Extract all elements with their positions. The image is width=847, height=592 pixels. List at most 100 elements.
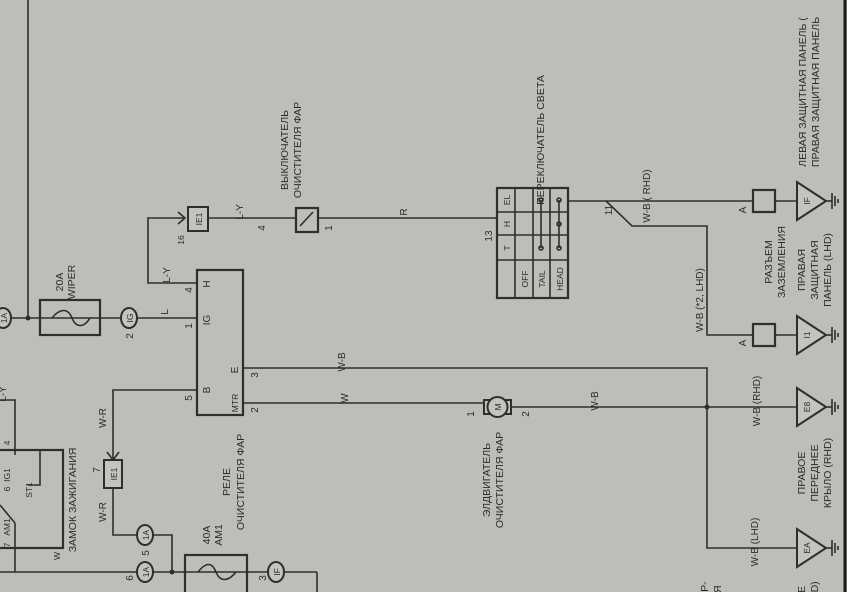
fuse-name: WIPER xyxy=(66,264,78,299)
motor-title: ОЧИСТИТЕЛЯ ФАР xyxy=(494,432,506,528)
wire-wb-e xyxy=(243,367,797,549)
ground-id: IF xyxy=(802,197,812,205)
pin-number: 11 xyxy=(604,204,615,215)
pin-number: 3 xyxy=(258,575,269,581)
pin-label: A xyxy=(738,206,749,213)
pin-number: 2 xyxy=(125,333,136,339)
connector-label: IG xyxy=(125,314,135,323)
connector-ig xyxy=(120,307,138,329)
pin-label: A xyxy=(738,339,749,346)
ground-label: HD) xyxy=(809,581,821,592)
relay-pin-e: E xyxy=(230,366,241,373)
ground-label: ПРАВАЯ xyxy=(796,249,808,291)
wire-label: W-B (LHD) xyxy=(750,518,761,567)
ground-connector-label: РАЗЪЕМ xyxy=(763,240,775,284)
wire-label: W-B xyxy=(337,352,348,372)
pin-number: 16 xyxy=(176,235,186,245)
pin-number: 1 xyxy=(324,225,335,231)
ground-i1: I1 xyxy=(796,314,839,356)
relay-pin-ig: IG xyxy=(202,315,213,326)
wiper-motor: M xyxy=(483,396,512,418)
wire-label: W-B xyxy=(590,391,601,411)
connector-label: IE1 xyxy=(109,467,119,480)
connector-label: IF xyxy=(272,568,282,576)
ground-id: EA xyxy=(802,542,812,554)
wire-label: W-R xyxy=(98,408,109,428)
relay-title: ОЧИСТИТЕЛЯ ФАР xyxy=(235,434,247,530)
pin-number: 6 xyxy=(2,486,12,491)
wire-label: L-Y xyxy=(162,267,173,283)
right-panel-top-label: ПРАВАЯ ЗАЩИТНАЯ ПАНЕЛЬ xyxy=(810,17,822,167)
relay-pin-h: H xyxy=(202,280,213,287)
ground-label: КРЫЛО (RHD) xyxy=(822,438,834,508)
wire-label: R xyxy=(399,208,410,215)
wire-label: W xyxy=(340,393,351,403)
connector-ie1-top xyxy=(187,206,209,232)
pin-number: 4 xyxy=(2,440,12,445)
ignition-title: ЗАМОК ЗАЖИГАНИЯ xyxy=(67,448,79,553)
wire-label: W xyxy=(52,552,62,560)
ground-id: E8 xyxy=(802,402,812,413)
switch-header: HEAD xyxy=(555,267,565,291)
ground-label: ЗАЩИТНАЯ xyxy=(809,240,821,299)
ignition-terminal: ST1 xyxy=(24,482,34,498)
pin-number: 4 xyxy=(257,225,268,231)
switch-header: TAIL xyxy=(537,270,547,288)
wire-label: L xyxy=(160,309,171,315)
relay-title: РЕЛЕ xyxy=(221,468,233,496)
pin-number: 13 xyxy=(484,230,495,242)
connector-label: 1A xyxy=(0,312,9,323)
ground-label: ПЕРЕДНЕЕ xyxy=(809,444,821,501)
cut-label: ЕЯ xyxy=(712,585,724,592)
ground-ea: EA xyxy=(796,527,839,569)
pin-number: 5 xyxy=(141,550,152,556)
fuse-rating: 40A xyxy=(201,526,213,545)
ground-label: ЕЕ xyxy=(796,586,808,592)
ground-connector xyxy=(751,322,777,348)
fuse-am1 xyxy=(183,553,249,592)
wire-ly xyxy=(147,217,197,284)
ignition-switch xyxy=(0,448,65,550)
ground-label: ПАНЕЛЬ (LHD) xyxy=(822,233,834,307)
fuse-name: AM1 xyxy=(213,524,225,546)
light-switch-title: ПЕРЕКЛЮЧАТЕЛЬ СВЕТА xyxy=(535,75,547,205)
pin-number: 1 xyxy=(184,323,195,329)
ground-connector-label: ЗАЗЕМЛЕНИЯ xyxy=(776,226,788,298)
switch-header: EL xyxy=(502,195,512,206)
connector-label: IE1 xyxy=(194,212,204,225)
motor-title: ЭЛДВИГАТЕЛЬ xyxy=(481,443,493,517)
wire-label: W-B ( RHD) xyxy=(642,169,653,222)
ground-e8: E8 xyxy=(796,386,839,428)
relay-box xyxy=(195,268,245,417)
pin-number: 2 xyxy=(250,407,261,413)
left-panel-label: ЛЕВАЯ ЗАЩИТНАЯ ПАНЕЛЬ ( xyxy=(797,17,809,167)
switch-header: T xyxy=(502,245,512,250)
motor-symbol: M xyxy=(493,403,503,410)
fuse-wiper xyxy=(38,298,102,337)
wire-label: W-B (RHD) xyxy=(752,376,763,426)
pin-number: 5 xyxy=(184,395,195,401)
switch-header: H xyxy=(502,221,512,227)
connector-if xyxy=(267,561,285,583)
pin-number: 7 xyxy=(92,467,103,473)
pin-number: 7 xyxy=(2,542,12,547)
connector-label: 1A xyxy=(141,566,151,577)
connector-label: 1A xyxy=(141,529,151,540)
switch-header: OFF xyxy=(520,271,530,288)
ground-if: IF xyxy=(796,180,839,222)
switch-title: ВЫКЛЮЧАТЕЛЬ xyxy=(279,110,291,190)
pin-number: 2 xyxy=(521,411,532,417)
wire-wr xyxy=(112,389,197,460)
pin-number: 3 xyxy=(250,372,261,378)
fuse-rating: 20A xyxy=(54,273,66,292)
pin-number: 4 xyxy=(184,287,195,293)
relay-pin-mtr: MTR xyxy=(230,394,240,412)
headlamp-cleaner-switch xyxy=(294,206,320,234)
wire-label: W-R xyxy=(98,502,109,522)
connector-1a-top xyxy=(0,307,12,329)
ignition-terminal: IG1 xyxy=(2,468,12,482)
wire-wb-lhd2 xyxy=(605,200,753,336)
wire-label: W-B (*2, LHD) xyxy=(695,268,706,332)
